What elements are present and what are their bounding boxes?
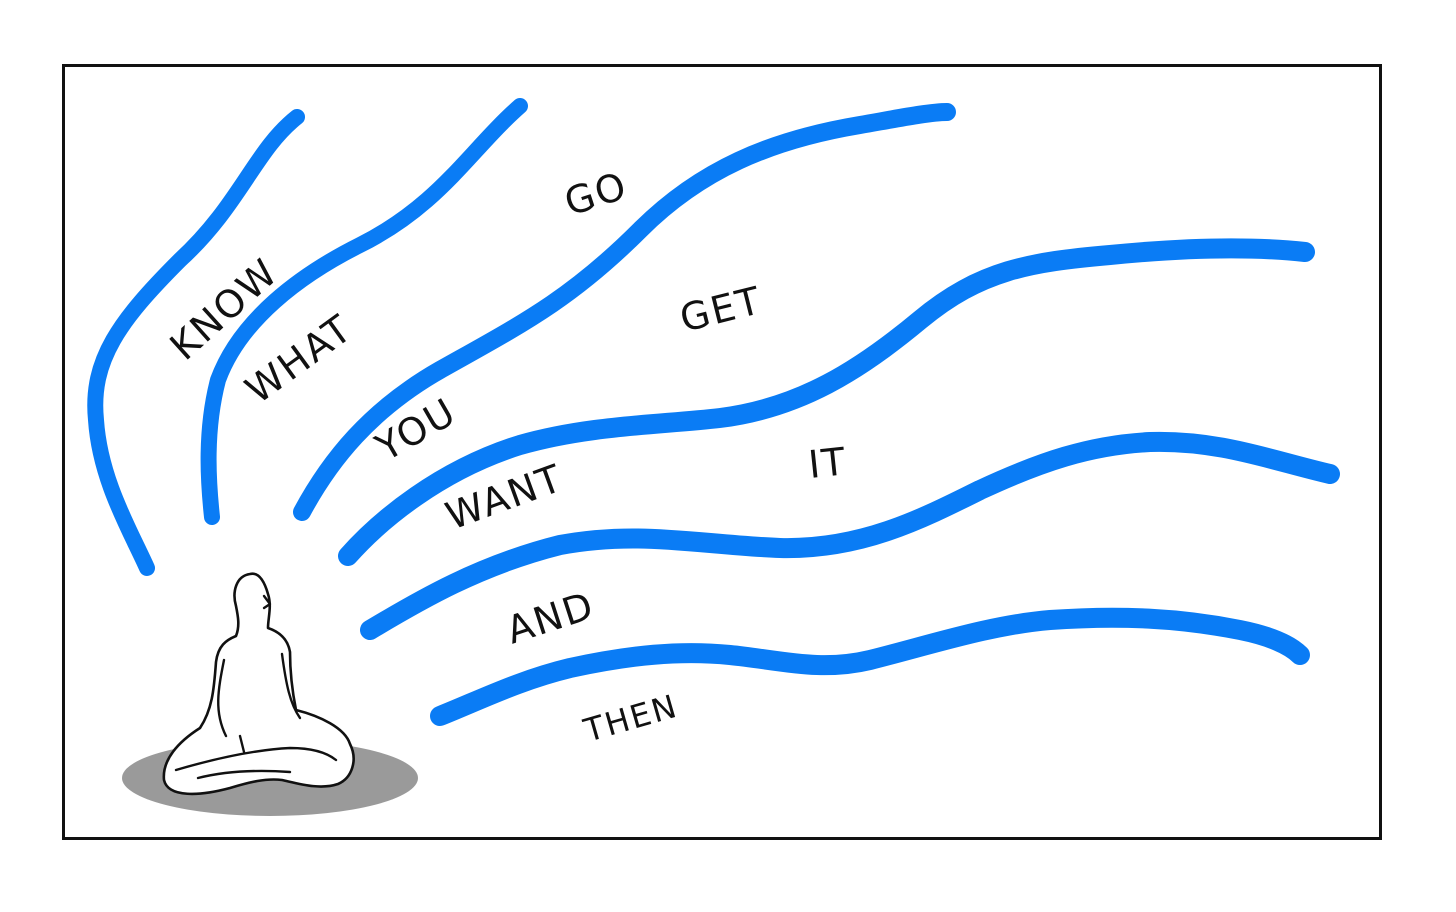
person-body [162, 572, 355, 796]
wave-5 [360, 431, 1340, 640]
wave-6 [430, 607, 1310, 726]
wave-3 [293, 103, 956, 521]
wave-4 [338, 238, 1315, 566]
word-then: THEN [579, 687, 682, 750]
wave-1 [87, 109, 305, 576]
word-it: IT [806, 439, 849, 487]
wave-2 [200, 98, 528, 525]
word-get: GET [676, 278, 767, 341]
word-and: AND [501, 583, 600, 653]
meditating-person [122, 572, 418, 816]
word-go: GO [559, 163, 633, 224]
